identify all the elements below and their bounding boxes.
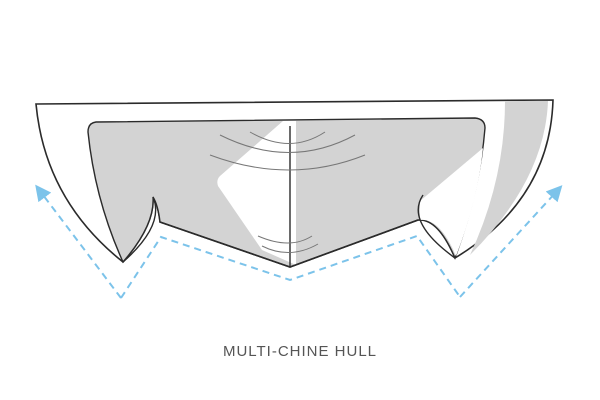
arrow-left [35,184,122,299]
highlight-deck [470,101,548,255]
highlight-left [217,121,296,265]
highlight-right [420,148,483,256]
diagram-caption: MULTI-CHINE HULL [222,343,378,360]
dashed-arrow-path [120,234,461,299]
